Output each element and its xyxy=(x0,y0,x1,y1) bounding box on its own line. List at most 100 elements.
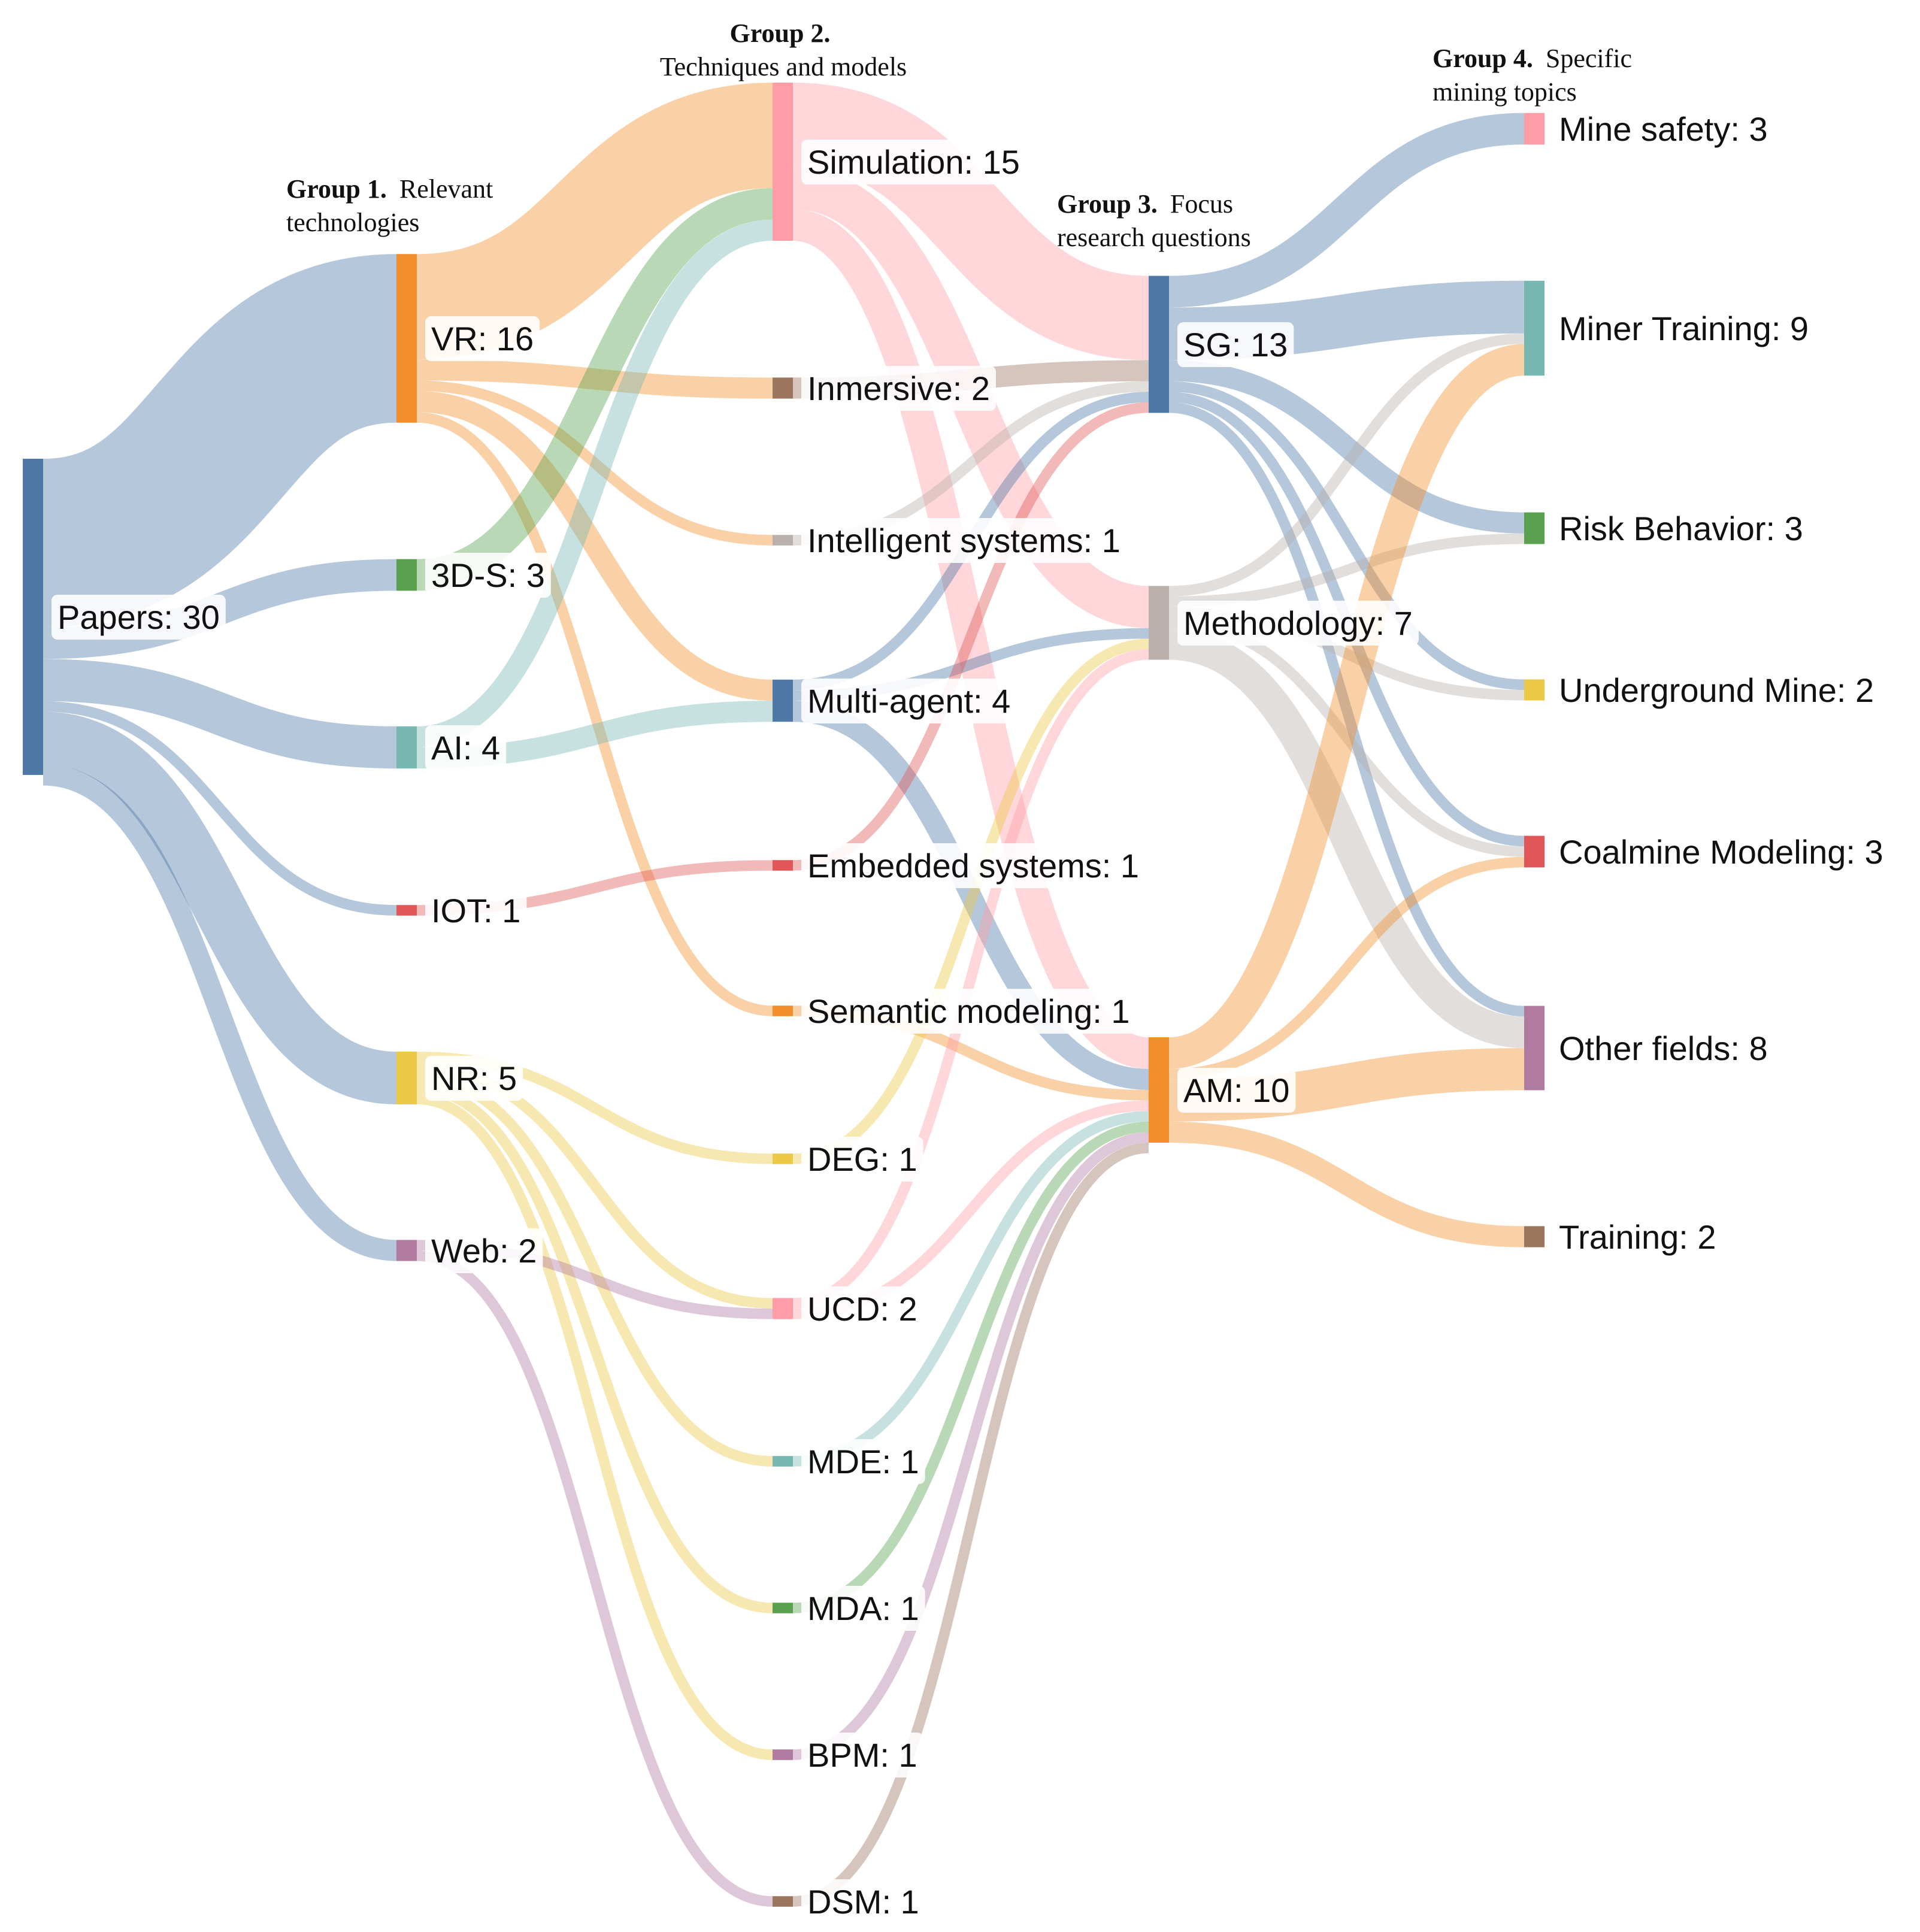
link-ucd-to-meth xyxy=(792,649,1149,1309)
node-mda xyxy=(773,1603,793,1613)
node-label-bg-vr xyxy=(425,316,540,361)
node-label-text-am: AM: 10 xyxy=(1183,1071,1289,1109)
group-4-subtitle-line2: mining topics xyxy=(1433,77,1577,107)
node-label-bg-cm xyxy=(1553,829,1889,874)
node-nr xyxy=(396,1052,417,1104)
node-label-meth: Methodology: 7 xyxy=(1177,601,1419,646)
group-1-subtitle-line2: technologies xyxy=(286,208,419,237)
node-label-text-of: Other fields: 8 xyxy=(1559,1029,1768,1067)
node-label-ai: AI: 4 xyxy=(425,725,507,770)
node-label-bg-tr xyxy=(1553,1215,1722,1259)
link-ma-to-am xyxy=(792,701,1149,1090)
node-label-text-web: Web: 2 xyxy=(431,1232,537,1270)
node-am xyxy=(1149,1037,1169,1143)
node-label-deg: DEG: 1 xyxy=(801,1137,923,1182)
node-label-text-um: Underground Mine: 2 xyxy=(1559,671,1874,709)
node-ints xyxy=(773,535,793,546)
link-dsm-to-am xyxy=(792,1143,1149,1907)
node-label-bg-deg xyxy=(801,1137,923,1182)
node-label-bg-sim xyxy=(801,140,1026,184)
node-label-text-deg: DEG: 1 xyxy=(807,1140,917,1178)
link-am-to-mt xyxy=(1168,344,1525,1069)
link-papers-to-vr xyxy=(40,254,399,628)
link-sg-to-rb xyxy=(1168,360,1525,534)
node-bpm xyxy=(773,1749,793,1760)
node-label-ucd: UCD: 2 xyxy=(801,1286,923,1331)
link-vr-to-inm xyxy=(416,359,773,399)
link-meth-to-of xyxy=(1168,628,1525,1048)
link-vr-to-ma xyxy=(416,391,773,701)
link-papers-to-ai xyxy=(43,659,397,769)
link-deg-to-meth xyxy=(792,638,1149,1164)
node-label-emb: Embedded systems: 1 xyxy=(801,843,1146,888)
link-am-to-tr xyxy=(1168,1121,1525,1247)
link-sg-to-ms xyxy=(1168,113,1525,308)
node-label-text-3ds: 3D-S: 3 xyxy=(431,556,545,594)
node-label-text-tr: Training: 2 xyxy=(1559,1218,1716,1256)
group-2-header: Group 2. Techniques and models xyxy=(660,19,907,81)
node-label-text-ma: Multi-agent: 4 xyxy=(807,682,1010,720)
node-label-bg-ints xyxy=(801,518,1126,563)
node-label-sim: Simulation: 15 xyxy=(801,140,1026,184)
node-label-mda: MDA: 1 xyxy=(801,1586,925,1631)
group-4-subtitle: Specific xyxy=(1546,44,1632,73)
link-papers-to-nr xyxy=(42,711,398,1104)
node-label-ints: Intelligent systems: 1 xyxy=(801,518,1126,563)
node-label-text-bpm: BPM: 1 xyxy=(807,1736,917,1774)
node-label-text-meth: Methodology: 7 xyxy=(1183,604,1413,642)
nodes-layer xyxy=(23,83,1545,1907)
link-nr-to-mde xyxy=(416,1073,773,1467)
node-label-sem: Semantic modeling: 1 xyxy=(801,989,1136,1034)
node-um xyxy=(1524,679,1545,701)
node-label-bg-um xyxy=(1553,668,1880,713)
node-ucd xyxy=(773,1298,793,1319)
node-ai xyxy=(396,726,417,769)
group-1-subtitle: Relevant xyxy=(399,174,493,204)
link-nr-to-bpm xyxy=(416,1094,773,1760)
node-sg xyxy=(1149,275,1169,413)
node-ms xyxy=(1524,113,1545,145)
node-label-text-sg: SG: 13 xyxy=(1183,326,1288,364)
node-sim xyxy=(773,83,793,241)
node-label-bg-bpm xyxy=(801,1733,923,1777)
node-label-text-iot: IOT: 1 xyxy=(431,892,520,929)
link-papers-to-web xyxy=(43,764,397,1261)
node-label-web: Web: 2 xyxy=(425,1228,543,1273)
node-label-iot: IOT: 1 xyxy=(425,888,527,933)
node-label-bg-mde xyxy=(801,1439,925,1484)
node-label-bg-dsm xyxy=(801,1879,925,1924)
node-label-ma: Multi-agent: 4 xyxy=(801,679,1017,723)
group-4-title: Group 4. xyxy=(1433,44,1533,73)
node-label-bg-mda xyxy=(801,1586,925,1631)
node-rb xyxy=(1524,512,1545,544)
node-label-text-dsm: DSM: 1 xyxy=(807,1883,919,1921)
link-papers-to-iot xyxy=(43,701,397,916)
link-vr-to-ints xyxy=(416,380,773,546)
group-3-subtitle: Focus xyxy=(1170,189,1233,219)
node-mt xyxy=(1524,280,1545,376)
node-label-text-papers: Papers: 30 xyxy=(57,598,220,636)
node-tr xyxy=(1524,1226,1545,1247)
node-label-bg-nr xyxy=(425,1056,523,1101)
node-label-um: Underground Mine: 2 xyxy=(1553,668,1880,713)
node-inm xyxy=(773,377,793,399)
node-label-text-nr: NR: 5 xyxy=(431,1059,517,1097)
node-label-ms: Mine safety: 3 xyxy=(1553,107,1774,152)
node-iot xyxy=(396,905,417,916)
link-meth-to-rb xyxy=(1168,533,1525,607)
node-label-text-inm: Inmersive: 2 xyxy=(807,370,990,407)
node-label-bg-ucd xyxy=(801,1286,923,1331)
node-label-cm: Coalmine Modeling: 3 xyxy=(1553,829,1889,874)
node-label-text-mda: MDA: 1 xyxy=(807,1589,919,1627)
node-label-text-sim: Simulation: 15 xyxy=(807,143,1020,181)
node-label-text-emb: Embedded systems: 1 xyxy=(807,847,1139,885)
node-label-bg-of xyxy=(1553,1026,1774,1071)
node-label-text-ms: Mine safety: 3 xyxy=(1559,110,1768,148)
link-ai-to-sim xyxy=(416,219,773,747)
node-label-bg-emb xyxy=(801,843,1146,888)
node-label-dsm: DSM: 1 xyxy=(801,1879,925,1924)
link-emb-to-sg xyxy=(792,402,1149,871)
node-sem xyxy=(773,1006,793,1016)
node-label-bg-sg xyxy=(1177,322,1294,367)
node-label-bg-meth xyxy=(1177,601,1419,646)
